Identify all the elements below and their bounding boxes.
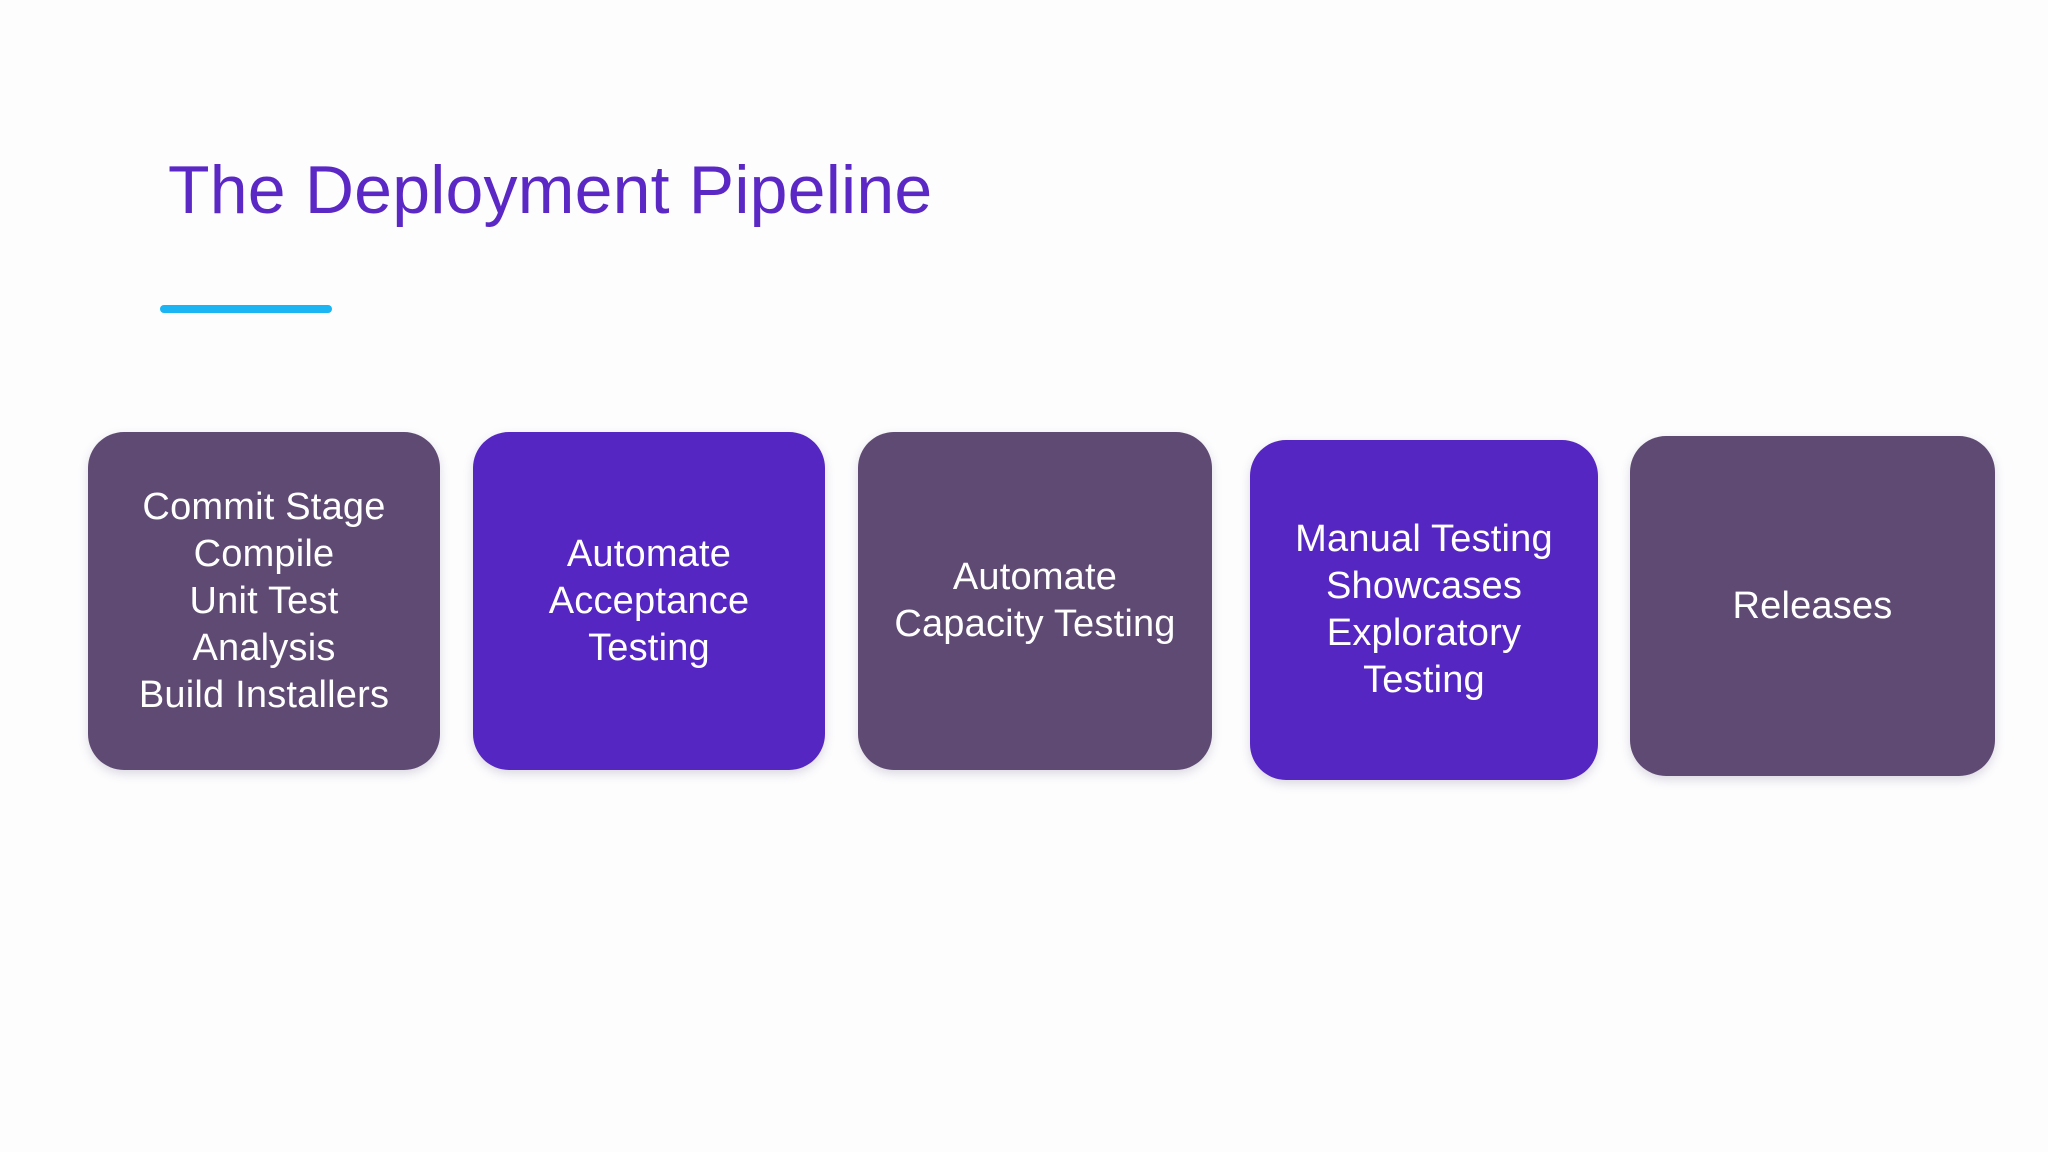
pipeline-stage-card[interactable]: Commit Stage Compile Unit Test Analysis … bbox=[88, 432, 440, 770]
pipeline-stage-card[interactable]: Manual Testing Showcases Exploratory Tes… bbox=[1250, 440, 1598, 780]
pipeline-stage-label: Automate Acceptance Testing bbox=[548, 532, 750, 669]
pipeline-stage-label: Manual Testing Showcases Exploratory Tes… bbox=[1295, 518, 1553, 701]
title-accent-rule bbox=[160, 305, 332, 313]
pipeline-stage-card[interactable]: Automate Capacity Testing bbox=[858, 432, 1212, 770]
pipeline-stage-label: Automate Capacity Testing bbox=[894, 556, 1176, 645]
pipeline-stage-label: Commit Stage Compile Unit Test Analysis … bbox=[138, 485, 390, 716]
pipeline-stage-card[interactable]: Automate Acceptance Testing bbox=[473, 432, 825, 770]
pipeline-stage-card[interactable]: Releases bbox=[1630, 436, 1995, 776]
title-block: The Deployment Pipeline bbox=[168, 148, 1568, 232]
page-title: The Deployment Pipeline bbox=[168, 152, 933, 228]
pipeline-stage-label: Releases bbox=[1732, 584, 1893, 627]
